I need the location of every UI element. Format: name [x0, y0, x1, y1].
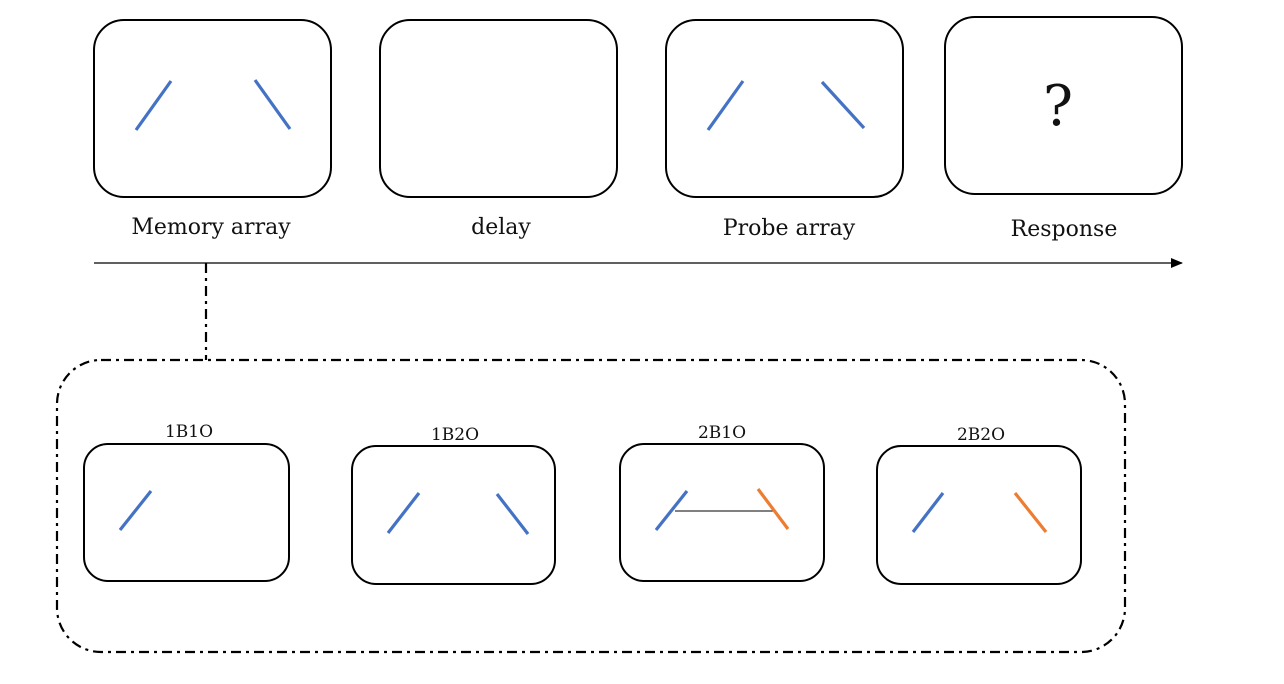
probe-array-label: Probe array	[723, 216, 856, 241]
probe-right-bar	[820, 80, 866, 130]
condition-2b1o-left-bar	[654, 490, 689, 531]
condition-2b2o-label: 2B2O	[957, 425, 1005, 445]
condition-1b2o-left-bar	[386, 492, 421, 534]
condition-1b2o-label: 1B2O	[431, 425, 479, 445]
memory-array-label: Memory array	[131, 215, 291, 240]
question-mark-icon: ?	[1043, 74, 1073, 139]
response-label: Response	[1011, 217, 1118, 242]
delay-frame	[379, 19, 618, 198]
stage-response: ? Response	[944, 16, 1183, 242]
probe-left-bar	[706, 80, 745, 131]
condition-2b2o-frame	[876, 445, 1082, 585]
condition-1b1o: 1B1O	[83, 422, 290, 582]
condition-1b2o-right-bar	[495, 493, 530, 535]
condition-2b1o: 2B1O	[619, 423, 825, 582]
condition-1b1o-frame	[83, 443, 290, 582]
stage-probe-array: Probe array	[665, 19, 904, 241]
stage-memory-array: Memory array	[93, 19, 332, 240]
condition-2b2o: 2B2O	[876, 425, 1082, 585]
response-frame	[944, 16, 1183, 195]
condition-2b1o-right-bar	[756, 488, 790, 530]
probe-array-frame	[665, 19, 904, 198]
condition-2b2o-right-bar	[1013, 492, 1048, 533]
memory-left-bar	[134, 80, 173, 131]
conditions-panel	[55, 358, 1127, 654]
memory-array-frame	[93, 19, 332, 198]
delay-label: delay	[471, 215, 531, 240]
condition-1b2o-frame	[351, 445, 556, 585]
condition-2b1o-frame	[619, 443, 825, 582]
stage-delay: delay	[379, 19, 618, 240]
condition-2b1o-label: 2B1O	[698, 423, 746, 443]
condition-1b2o: 1B2O	[351, 425, 556, 585]
memory-right-bar	[253, 79, 292, 130]
condition-1b1o-bar	[118, 490, 153, 531]
condition-1b1o-label: 1B1O	[165, 422, 213, 442]
condition-2b2o-left-bar	[911, 492, 945, 533]
